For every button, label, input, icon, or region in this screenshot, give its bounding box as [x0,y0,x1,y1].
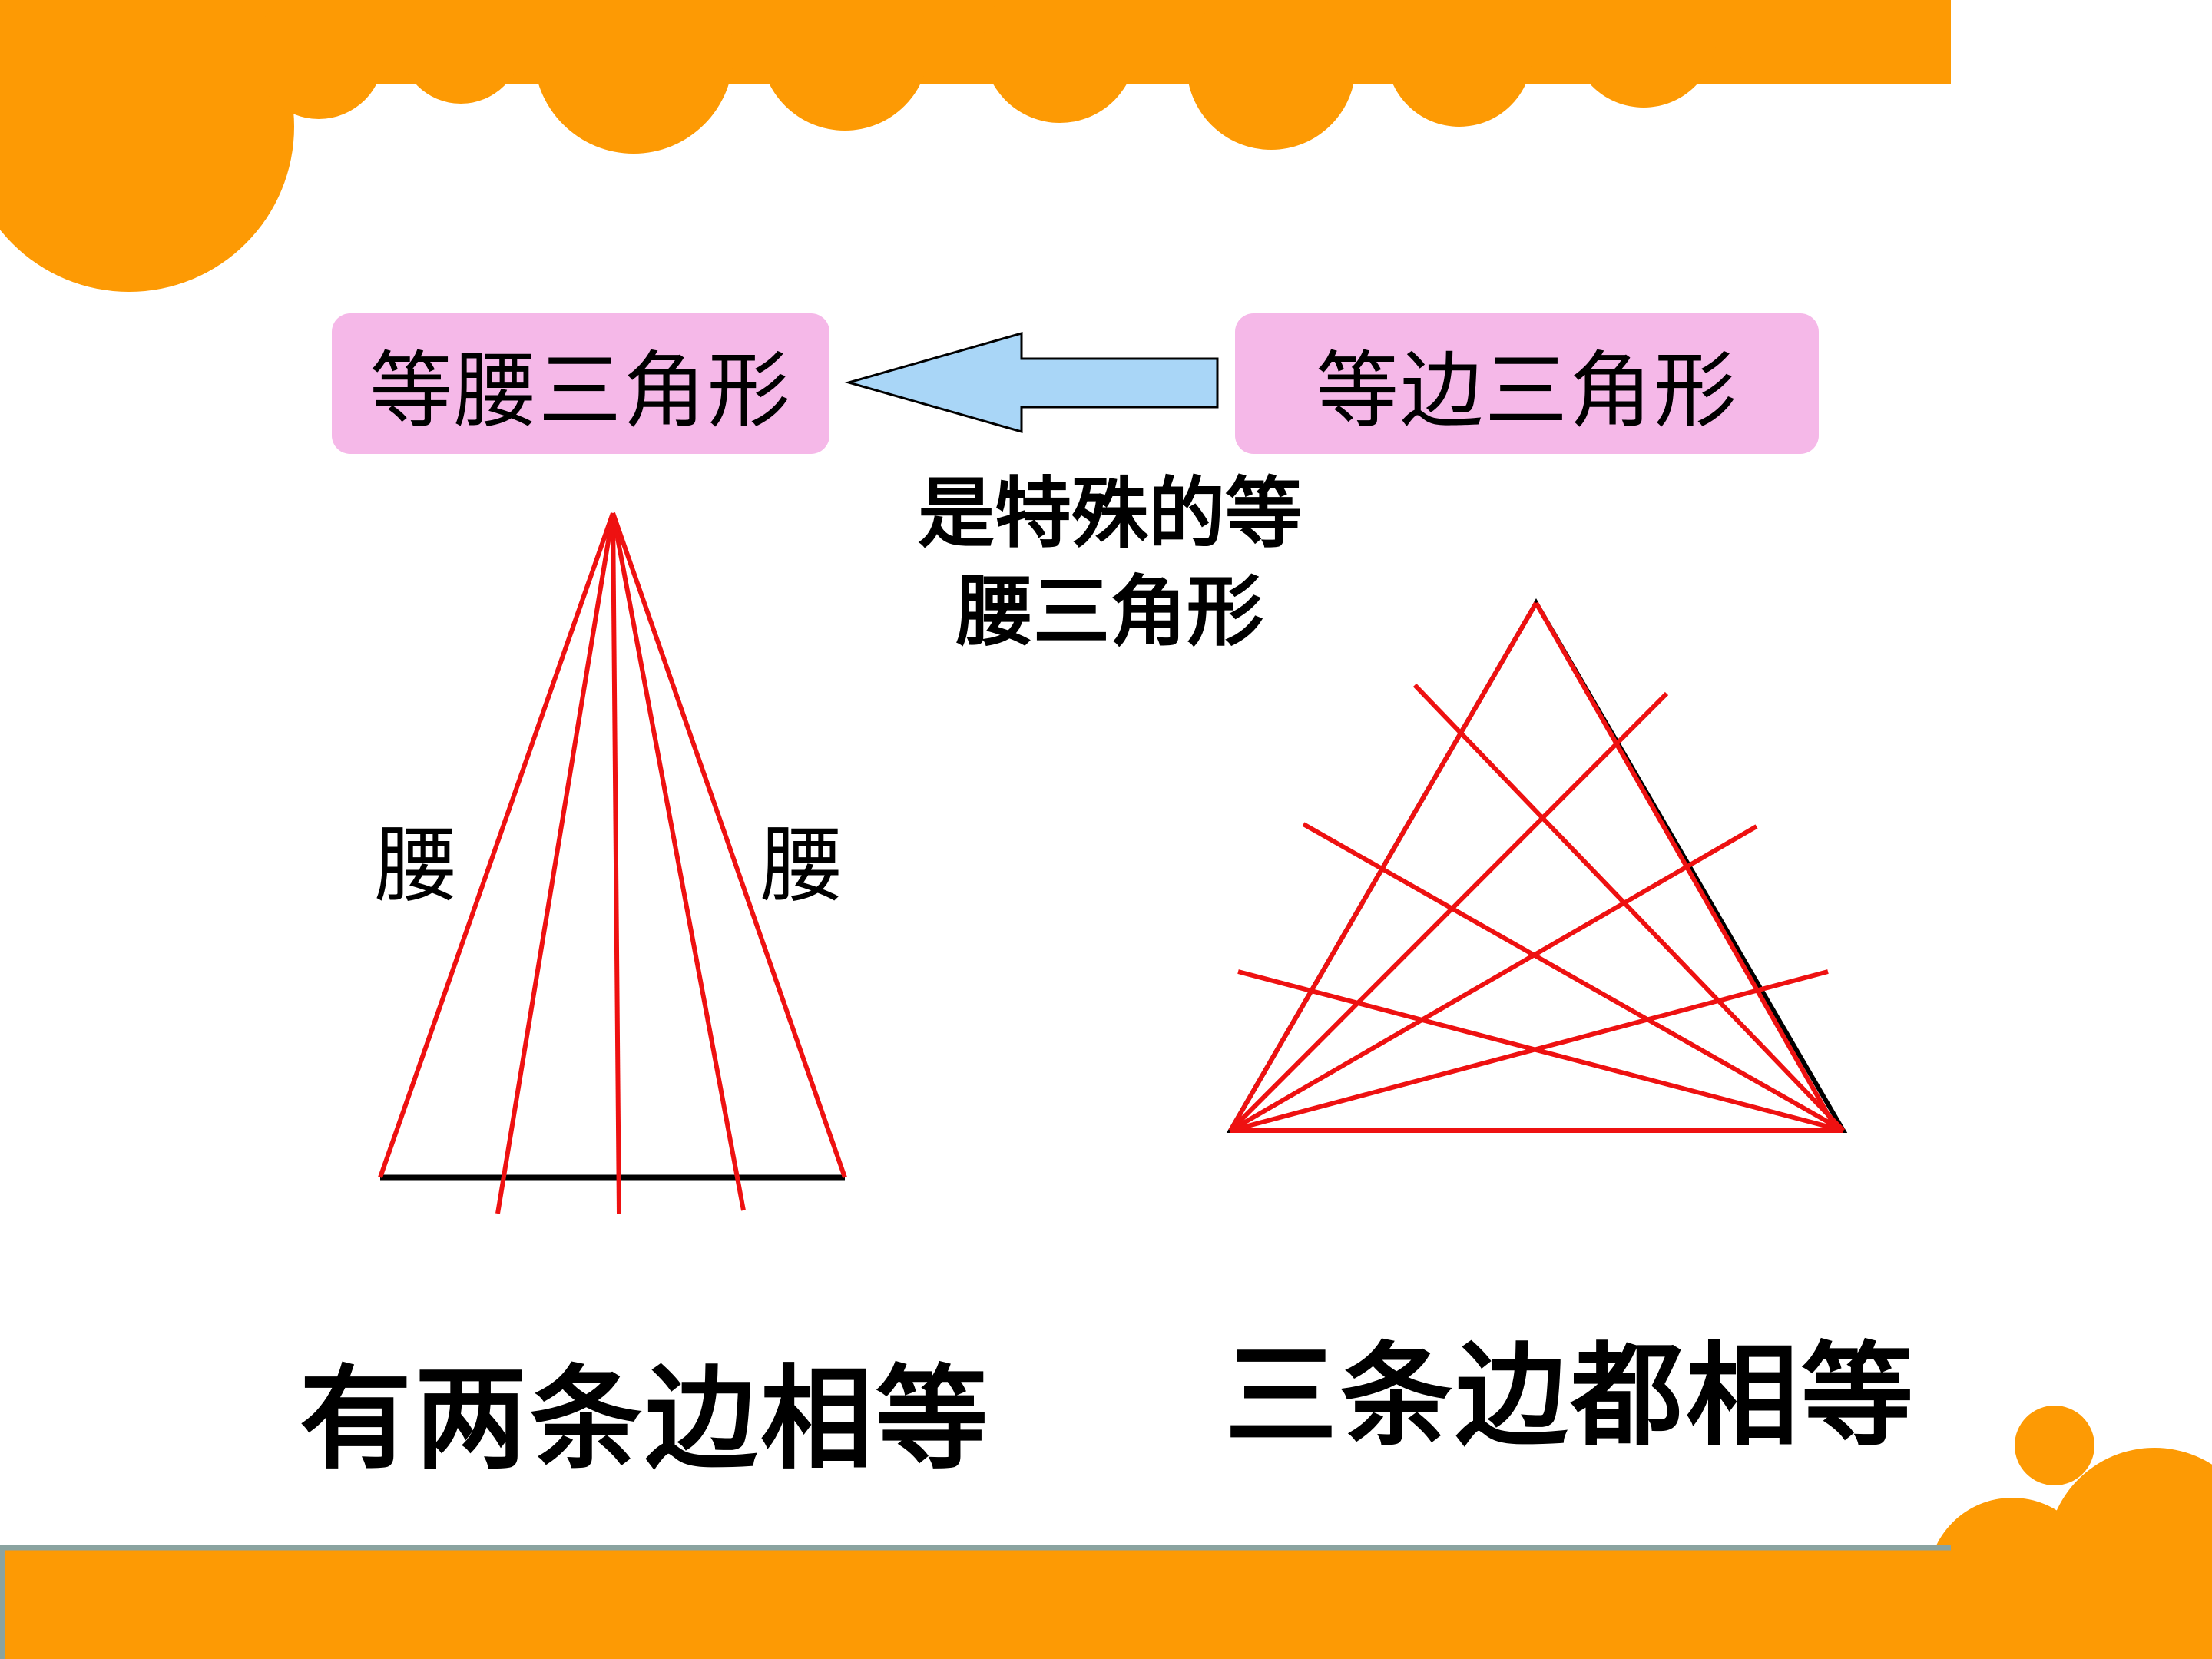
isosceles-triangle [378,512,847,1214]
equilateral-fold-line-1 [1228,691,1669,1133]
equilateral-label: 等边三角形 [1315,343,1738,439]
isosceles-right-side [611,512,847,1178]
isosceles-label-box: 等腰三角形 [332,313,830,454]
left-arrow-icon [844,332,1219,433]
equilateral-triangle [1226,598,1848,1133]
equilateral-fold-line-3 [1230,969,1829,1133]
equilateral-fold-line-6 [1237,969,1844,1133]
bottom-band [0,1545,2212,1659]
isosceles-fold-line-3 [611,512,746,1211]
isosceles-fold-line-2 [611,512,621,1214]
isosceles-left-side [378,512,615,1178]
waist-label-left: 腰 [375,818,459,914]
equilateral-fold-line-4 [1412,683,1846,1133]
equilateral-fold-line-2 [1229,824,1758,1133]
equilateral-label-box: 等边三角形 [1235,313,1819,454]
relation-note: 是特殊的等 腰三角形 [918,469,1302,657]
equilateral-caption: 三条边都相等 [1225,1331,1916,1462]
isosceles-caption: 有两条边相等 [300,1354,991,1485]
isosceles-label: 等腰三角形 [369,343,792,439]
equilateral-fold-line-5 [1302,822,1845,1133]
waist-label-right: 腰 [760,818,844,914]
isosceles-fold-line-1 [495,512,615,1214]
top-cloud-decoration [0,0,1951,292]
